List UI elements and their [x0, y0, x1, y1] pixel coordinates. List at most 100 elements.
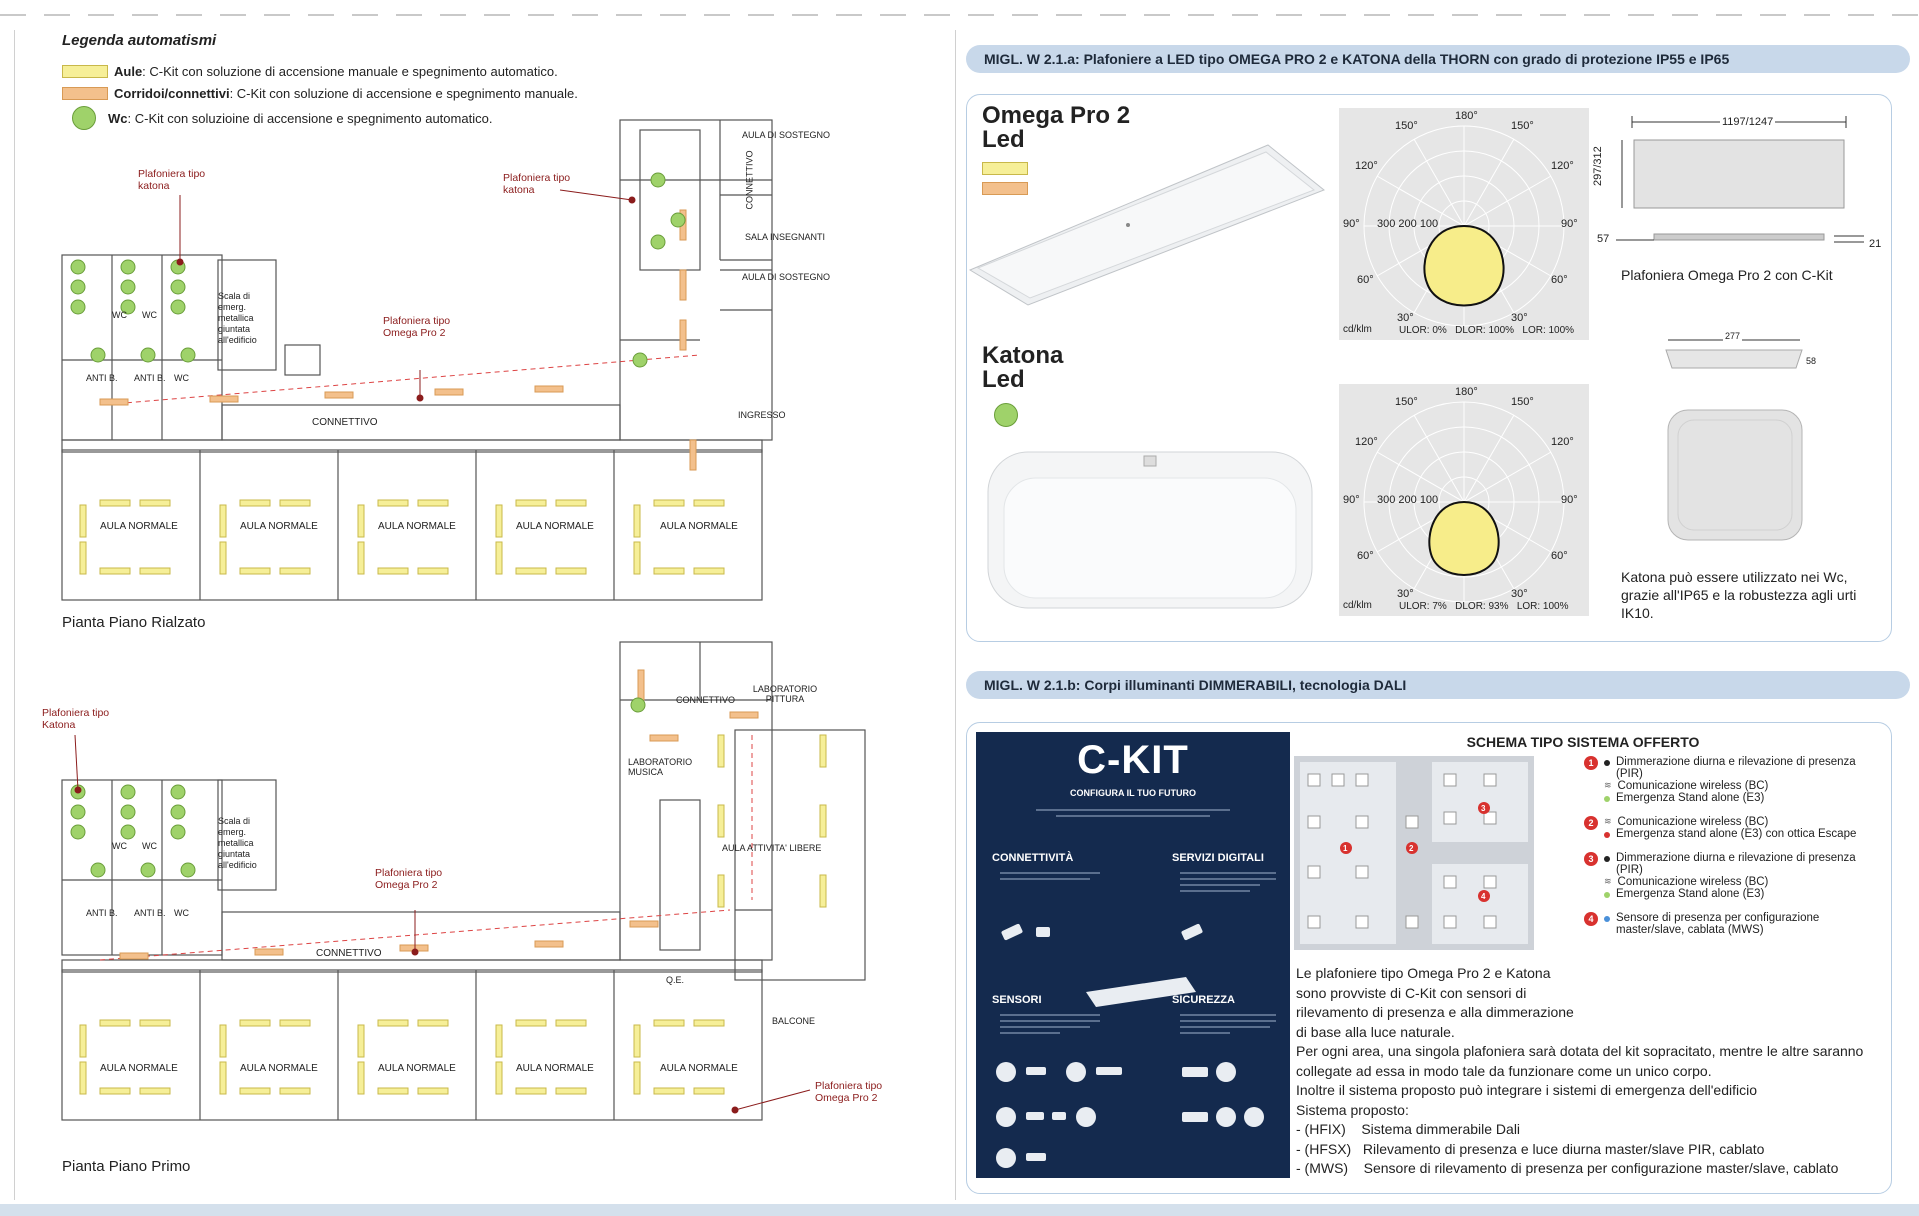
ckit-brochure: C-KIT CONFIGURA IL TUO FUTURO CONNETTIVI… [976, 732, 1290, 1178]
polar-label: 90° [1561, 494, 1578, 506]
system-line: Dimmerazione diurna e rilevazione di pre… [1616, 852, 1856, 876]
dot-icon [1604, 760, 1610, 766]
room-label: AULA DI SOSTEGNO [742, 272, 831, 282]
omega-dimension-drawing [1616, 116, 1864, 243]
room-label: Q.E. [666, 975, 685, 985]
center-divider [955, 30, 956, 1200]
note-omega: Plafoniera tipo Omega Pro 2 [375, 867, 443, 891]
system-item-2: 2 ≋Comunicazione wireless (BC) Emergenza… [1584, 816, 1884, 840]
room-label: AULA NORMALE [378, 1063, 456, 1074]
note-katona: Plafoniera tipo katona [503, 172, 571, 196]
room-label: WC [142, 841, 157, 851]
omega-swatch-aule [982, 162, 1028, 175]
legend-item-aule: Aule: C-Kit con soluzione di accensione … [62, 64, 558, 79]
polar-label: 60° [1357, 274, 1374, 286]
svg-text:4: 4 [1481, 892, 1486, 901]
item-number-badge: 3 [1584, 852, 1598, 866]
polar-label: 150° [1511, 120, 1534, 132]
first-floor-plan [61, 641, 866, 1121]
desc-line: Sistema proposto: [1296, 1101, 1409, 1118]
ckit-graphics [996, 872, 1276, 1168]
omega-title: Omega Pro 2 Led [982, 102, 1131, 153]
desc-line: Per ogni area, una singola plafoniera sa… [1296, 1043, 1864, 1059]
polar-label: 150° [1395, 396, 1418, 408]
polar-label: 90° [1343, 218, 1360, 230]
polar-label: 30° [1397, 312, 1414, 324]
legend-title: Legenda automatismi [62, 32, 217, 49]
ground-floor-title: Pianta Piano Rialzato [62, 614, 206, 631]
ckit-intro-lines [1036, 806, 1230, 820]
polar-label: 90° [1343, 494, 1360, 506]
room-label: AULA NORMALE [100, 1063, 178, 1074]
polar-scale: 300 200 100 [1377, 494, 1439, 506]
desc-line: collegate ad essa in modo tale da funzio… [1296, 1062, 1712, 1079]
item-number-badge: 1 [1584, 756, 1598, 770]
polar-label: 30° [1511, 588, 1528, 600]
note-katona: Plafoniera tipo Katona [42, 707, 110, 731]
polar-label: 120° [1551, 160, 1574, 172]
polar-label: 150° [1395, 120, 1418, 132]
system-line: Emergenza Stand alone (E3) [1616, 792, 1765, 804]
desc-line: Le plafoniere tipo Omega Pro 2 e Katona [1296, 965, 1551, 981]
corridoi-swatch [62, 87, 108, 100]
polar-unit: cd/klm [1343, 600, 1372, 611]
bottom-bar [0, 1204, 1919, 1216]
system-line: Sensore di presenza per configurazione m… [1616, 912, 1820, 936]
room-label: LABORATORIO MUSICA [628, 757, 693, 777]
system-description: Le plafoniere tipo Omega Pro 2 e Katona … [1296, 964, 1886, 1179]
room-label: WC [142, 310, 157, 320]
system-line: Comunicazione wireless (BC) [1617, 816, 1769, 828]
desc-line: di base alla luce naturale. [1296, 1023, 1455, 1040]
omega-swatch-corridoi [982, 182, 1028, 195]
room-label: WC [112, 841, 127, 851]
dim-width: 277 [1723, 331, 1743, 341]
room-label: LABORATORIO PITTURA [752, 684, 818, 704]
katona-caption: Katona può essere utilizzato nei Wc, gra… [1621, 569, 1857, 621]
top-dashed-border [0, 14, 1919, 16]
polar-label: 180° [1455, 386, 1478, 398]
polar-label: 120° [1551, 436, 1574, 448]
room-label: AULA NORMALE [240, 1063, 318, 1074]
section-a-header: MIGL. W 2.1.a: Plafoniere a LED tipo OME… [966, 45, 1910, 73]
katona-swatch-wc [994, 403, 1018, 427]
polar-label: 60° [1551, 550, 1568, 562]
desc-line: rilevamento di presenza e alla dimmerazi… [1296, 1004, 1574, 1020]
svg-text:1: 1 [1343, 844, 1348, 853]
note-katona: Plafoniera tipo katona [138, 168, 206, 192]
stair-note: Scala di emerg. metallica giuntata all'e… [218, 816, 257, 870]
item-number-badge: 2 [1584, 816, 1598, 830]
room-label: AULA NORMALE [660, 521, 738, 532]
wifi-icon: ≋ [1604, 876, 1612, 886]
left-margin-line [14, 30, 15, 1200]
ckit-block-title: SENSORI [992, 994, 1042, 1006]
polar-grid [1363, 125, 1565, 327]
polar-label: 30° [1397, 588, 1414, 600]
aule-swatch [62, 65, 108, 78]
dot-icon [1604, 856, 1610, 862]
dot-blue-icon [1604, 916, 1610, 922]
wifi-icon: ≋ [1604, 816, 1612, 826]
schema-title: SCHEMA TIPO SISTEMA OFFERTO [1466, 734, 1700, 750]
katona-title: Katona Led [982, 342, 1064, 393]
omega-polar-chart: 180° 150° 150° 120° 120° 90° 90° 300 200… [1339, 108, 1589, 340]
desc-line: sono provviste di C-Kit con sensori di [1296, 984, 1527, 1001]
svg-text:2: 2 [1409, 844, 1414, 853]
schema-floor-image: 1 2 3 4 [1294, 756, 1534, 950]
ckit-tagline: CONFIGURA IL TUO FUTURO [1070, 788, 1196, 798]
note-omega: Plafoniera tipo Omega Pro 2 [383, 315, 451, 339]
room-label: ANTI B. [86, 908, 118, 918]
system-item-4: 4 Sensore di presenza per configurazione… [1584, 912, 1884, 936]
room-label: ANTI B. [86, 373, 118, 383]
polar-label: 150° [1511, 396, 1534, 408]
polar-label: 60° [1357, 550, 1374, 562]
room-label: WC [174, 373, 189, 383]
legend-item-wc: Wc: C-Kit con soluzioine di accensione e… [72, 106, 492, 130]
room-label: SALA INSEGNANTI [745, 232, 826, 242]
omega-caption: Plafoniera Omega Pro 2 con C-Kit [1621, 267, 1833, 283]
stair-note: Scala di emerg. metallica giuntata all'e… [218, 291, 257, 345]
dim-width: 1197/1247 [1720, 116, 1776, 128]
svg-text:3: 3 [1481, 804, 1486, 813]
room-label: ANTI B. [134, 373, 166, 383]
room-label: AULA NORMALE [516, 1063, 594, 1074]
polar-stats: ULOR: 7% DLOR: 93% LOR: 100% [1399, 601, 1569, 612]
